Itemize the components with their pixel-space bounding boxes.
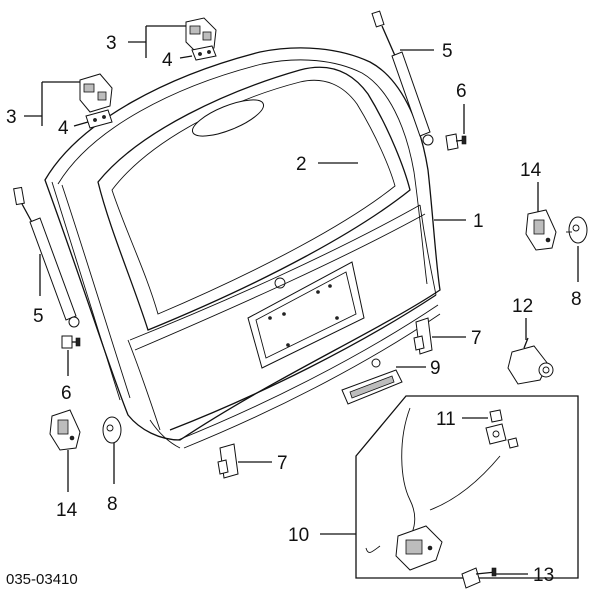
left-gas-strut	[13, 186, 80, 328]
catalog-number: 035-03410	[6, 571, 78, 588]
callout-12: 12	[512, 296, 533, 317]
callout-9: 9	[430, 358, 441, 379]
callout-4-lower: 4	[58, 118, 69, 139]
callout-8-left: 8	[107, 494, 118, 515]
latch-bolt	[461, 567, 497, 589]
latch-assembly-box	[355, 395, 579, 579]
callout-3-upper: 3	[106, 33, 117, 54]
bumper-bracket-right	[525, 209, 557, 251]
callout-5-lower: 5	[33, 306, 44, 327]
tailgate-panel	[44, 47, 441, 449]
callout-labels: 3 4 3 4 5 6 2 1 14 8 5 6 12 7 9 11 14 8 …	[6, 33, 582, 586]
strut-bolt-upper	[445, 133, 467, 151]
bumper-bracket-left	[49, 409, 81, 451]
callout-8-right: 8	[571, 289, 582, 310]
bumper-pad-left	[102, 416, 122, 444]
callout-10: 10	[288, 525, 309, 546]
callout-11: 11	[436, 409, 456, 430]
right-gas-strut	[371, 10, 434, 146]
lower-hinge	[79, 73, 113, 129]
callout-14-left: 14	[56, 500, 78, 521]
opener-handle	[341, 358, 403, 405]
callout-2: 2	[296, 154, 307, 175]
callout-13: 13	[533, 565, 554, 586]
callout-4-upper: 4	[162, 50, 173, 71]
callout-7-lower: 7	[277, 453, 288, 474]
callout-14-right: 14	[520, 160, 542, 181]
striker-lower	[217, 443, 239, 479]
strut-bolt-lower	[61, 335, 81, 349]
lock-cylinder	[507, 337, 554, 385]
callout-1: 1	[473, 211, 484, 232]
callout-5-upper: 5	[442, 41, 453, 62]
bumper-pad-right	[566, 216, 588, 244]
callout-7-upper: 7	[471, 328, 482, 349]
leader-lines	[24, 25, 579, 575]
striker-upper	[413, 317, 433, 355]
callout-3-lower: 3	[6, 107, 17, 128]
callout-6-upper: 6	[456, 81, 467, 102]
upper-hinge	[185, 17, 217, 61]
callout-6-lower: 6	[61, 383, 72, 404]
